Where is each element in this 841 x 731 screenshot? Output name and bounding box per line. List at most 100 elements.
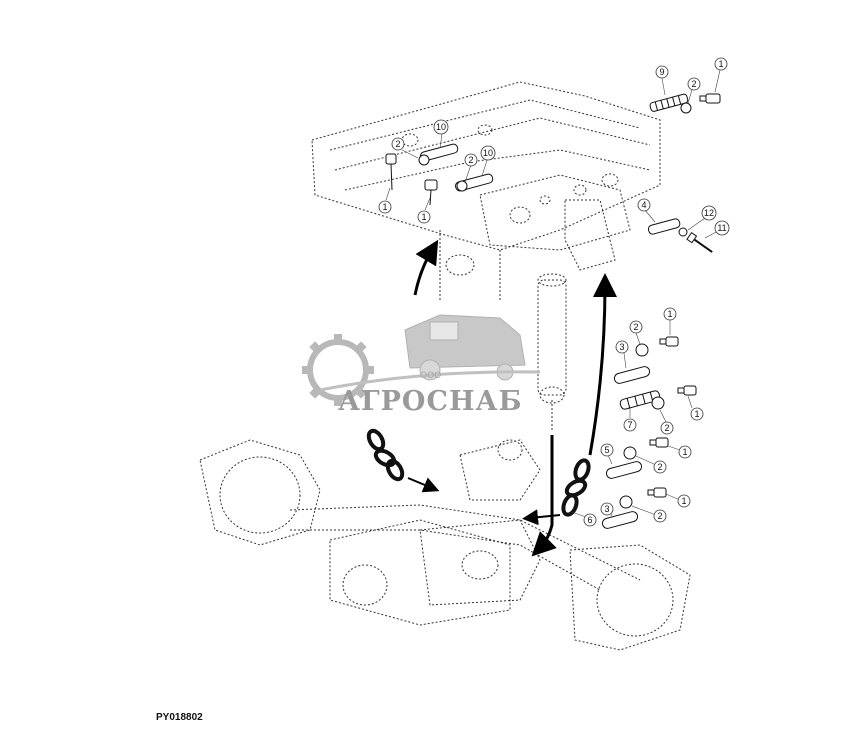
callout-number: 3 <box>619 342 624 352</box>
callout-circle <box>637 198 651 212</box>
bolt-11 <box>686 232 713 253</box>
pin-3b <box>601 511 639 529</box>
callout-number: 1 <box>421 212 426 222</box>
callout-circle <box>653 460 667 474</box>
bolt-1g <box>647 487 667 498</box>
callout-number: 12 <box>704 208 714 218</box>
washer-2f <box>623 446 637 460</box>
pin-5 <box>605 461 643 479</box>
callout-number: 7 <box>627 420 632 430</box>
callout-c-2d: 2 <box>629 320 643 334</box>
bolt-1b <box>385 153 397 191</box>
callout-c-1b: 1 <box>378 200 392 214</box>
washer-2c <box>456 180 468 192</box>
bolt-1d <box>659 336 679 347</box>
shock-absorber <box>537 273 567 430</box>
callout-c-7: 7 <box>623 418 637 432</box>
chain-right <box>561 458 591 517</box>
callout-number: 1 <box>694 409 699 419</box>
callout-c-4: 4 <box>637 198 651 212</box>
callout-number: 2 <box>468 155 473 165</box>
washer-2e <box>651 396 665 410</box>
callout-circle <box>480 145 496 161</box>
callout-c-12: 12 <box>701 205 717 221</box>
callout-c-1a: 1 <box>714 57 728 71</box>
callout-circle <box>378 200 392 214</box>
callout-number: 1 <box>718 59 723 69</box>
bolt-1f <box>649 437 669 448</box>
callout-circle <box>678 445 692 459</box>
bolt-1c <box>424 179 438 206</box>
callout-c-2a: 2 <box>687 77 701 91</box>
callout-circle <box>663 307 677 321</box>
callout-c-2b: 2 <box>391 137 405 151</box>
callout-circle <box>714 57 728 71</box>
callout-number: 1 <box>667 309 672 319</box>
callout-c-2g: 2 <box>653 509 667 523</box>
front-frame-assembly <box>311 81 661 300</box>
callout-circle <box>433 119 449 135</box>
callout-c-9a: 9 <box>655 65 669 79</box>
callout-number: 2 <box>657 462 662 472</box>
hardware-parts <box>385 93 721 529</box>
callout-circle <box>583 513 597 527</box>
callout-circle <box>600 443 614 457</box>
callout-number: 10 <box>483 148 493 158</box>
callout-c-3a: 3 <box>615 340 629 354</box>
spring-pin-7 <box>619 390 661 410</box>
callout-c-1d: 1 <box>663 307 677 321</box>
callout-circle <box>417 210 431 224</box>
washer-2a <box>680 102 692 114</box>
callout-number: 1 <box>681 496 686 506</box>
callout-c-6: 6 <box>583 513 597 527</box>
assembly-arrows <box>407 239 617 557</box>
bolt-1e <box>677 385 697 396</box>
callout-number: 2 <box>664 423 669 433</box>
callout-circle <box>464 153 478 167</box>
spring-pin-9 <box>649 93 689 112</box>
figure-reference-code: PY018802 <box>156 712 203 723</box>
callout-circle <box>714 220 730 236</box>
callout-circle <box>660 421 674 435</box>
callout-c-2c: 2 <box>464 153 478 167</box>
washer-2d <box>635 343 649 357</box>
washer-12 <box>678 227 688 237</box>
callout-number: 3 <box>604 504 609 514</box>
washer-2g <box>619 495 633 509</box>
pin-3a <box>613 366 651 384</box>
callout-c-2e: 2 <box>660 421 674 435</box>
callout-circle <box>690 407 704 421</box>
callout-circle <box>655 65 669 79</box>
callout-number: 2 <box>395 139 400 149</box>
callout-circle <box>653 509 667 523</box>
watermark-company-prefix: ООО <box>420 371 441 381</box>
callout-c-1c: 1 <box>417 210 431 224</box>
callout-c-1f: 1 <box>678 445 692 459</box>
callout-c-11: 11 <box>714 220 730 236</box>
callout-circle <box>600 502 614 516</box>
callout-circle <box>701 205 717 221</box>
watermark-brand-name: АГРОСНАБ <box>338 386 523 417</box>
callout-c-10b: 10 <box>480 145 496 161</box>
callout-number: 9 <box>659 67 664 77</box>
callout-c-2f: 2 <box>653 460 667 474</box>
watermark-logo: ООО АГРОСНАБ <box>302 314 541 417</box>
callout-circle <box>687 77 701 91</box>
callout-circle <box>623 418 637 432</box>
bolt-1a <box>699 93 721 104</box>
callout-c-1e: 1 <box>690 407 704 421</box>
callout-circle <box>615 340 629 354</box>
callout-c-1g: 1 <box>677 494 691 508</box>
gear-teeth-icon <box>302 334 374 406</box>
callout-c-10a: 10 <box>433 119 449 135</box>
combine-harvester-icon <box>404 314 526 381</box>
callout-number: 10 <box>436 122 446 132</box>
callout-circle <box>391 137 405 151</box>
front-axle-assembly <box>199 439 691 651</box>
washer-2b <box>418 154 430 166</box>
callout-number: 2 <box>633 322 638 332</box>
leader-lines <box>385 69 721 521</box>
callout-c-5: 5 <box>600 443 614 457</box>
callout-number: 4 <box>641 200 646 210</box>
